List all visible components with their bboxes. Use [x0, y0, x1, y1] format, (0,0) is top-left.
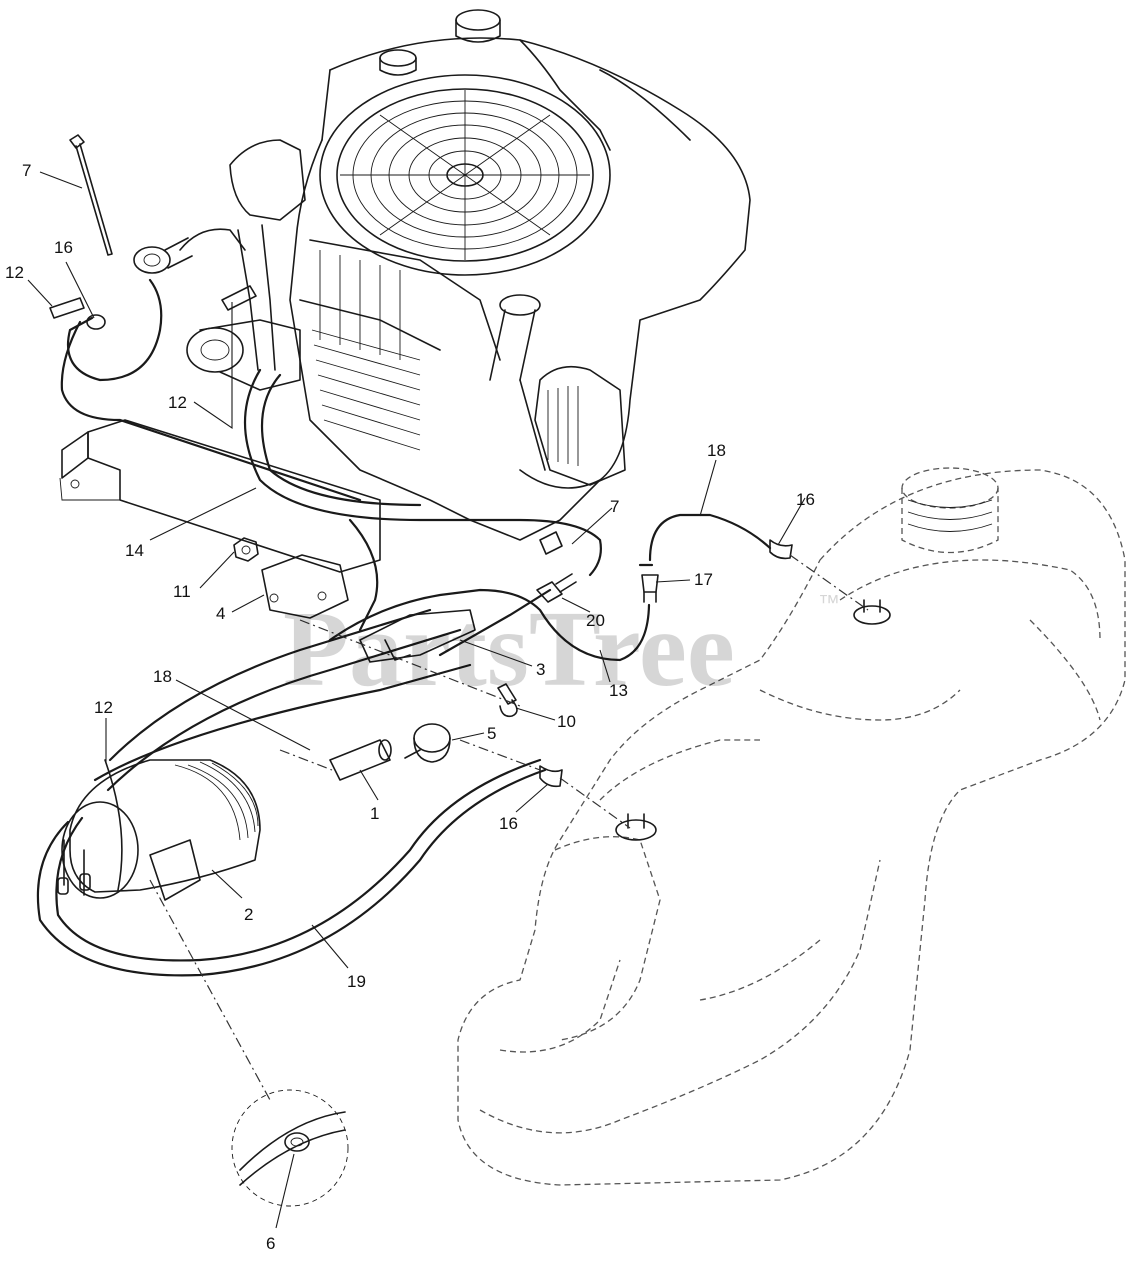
watermark-text: PartsTree [283, 590, 735, 709]
hoses [36, 278, 772, 977]
callout-16: 16 [499, 814, 518, 833]
callout-13: 13 [609, 681, 628, 700]
callout-12: 12 [5, 263, 24, 282]
callout-7: 7 [22, 161, 31, 180]
leader-lines [27, 171, 806, 1229]
callout-16: 16 [796, 490, 815, 509]
mounting-plate [59, 419, 381, 573]
callout-12: 12 [94, 698, 113, 717]
watermark: PartsTree ™ [283, 590, 840, 709]
fuel-tank [457, 467, 1126, 1186]
callout-20: 20 [586, 611, 605, 630]
carbon-canister [57, 759, 261, 901]
callout-19: 19 [347, 972, 366, 991]
callout-3: 3 [536, 660, 545, 679]
callout-2: 2 [244, 905, 253, 924]
watermark-trademark: ™ [818, 590, 840, 615]
callout-18: 18 [153, 667, 172, 686]
callout-1: 1 [370, 804, 379, 823]
callout-5: 5 [487, 724, 496, 743]
callout-17: 17 [694, 570, 713, 589]
callout-7: 7 [610, 497, 619, 516]
callout-16: 16 [54, 238, 73, 257]
callout-12: 12 [168, 393, 187, 412]
engine [133, 9, 751, 541]
center-lines [149, 554, 869, 1101]
callouts: 7 16 12 12 14 11 4 18 16 7 17 20 3 13 10… [5, 161, 815, 1253]
small-parts [49, 134, 793, 1207]
callout-10: 10 [557, 712, 576, 731]
callout-18: 18 [707, 441, 726, 460]
callout-4: 4 [216, 604, 225, 623]
callout-14: 14 [125, 541, 144, 560]
callout-6: 6 [266, 1234, 275, 1253]
callout-11: 11 [173, 582, 191, 601]
